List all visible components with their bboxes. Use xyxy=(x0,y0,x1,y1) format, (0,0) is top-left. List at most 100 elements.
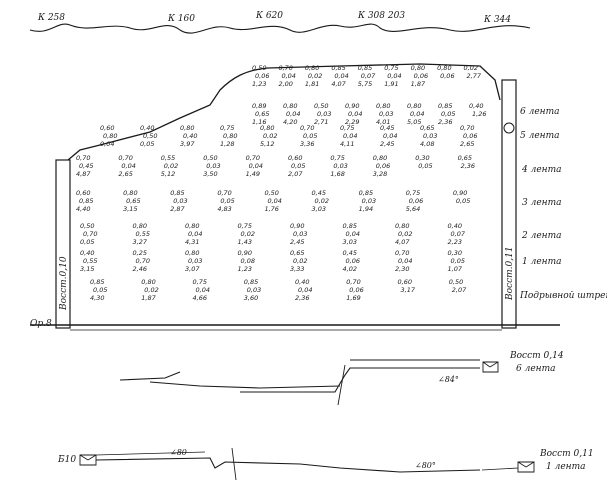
measurement-value: 0,03 xyxy=(173,197,187,205)
measurement-value: 0,03 xyxy=(423,132,437,140)
measurement-value: 2,07 xyxy=(452,286,467,294)
belt-labels: 6 лента 5 лента 4 лента 3 лента 2 лента … xyxy=(520,107,561,267)
measurement-value: 0,04 xyxy=(267,197,281,205)
measurement-value: 0,05 xyxy=(291,162,305,170)
measurement-value: 0,85 xyxy=(90,278,104,286)
measurement-value: 2,29 xyxy=(345,118,359,126)
left-raise xyxy=(55,159,71,329)
measurement-value: 0,45 xyxy=(79,162,93,170)
measurement-value: 4,02 xyxy=(343,265,357,273)
measurement-value: 0,65 xyxy=(420,124,434,132)
measurement-value: 0,40 xyxy=(448,222,462,230)
measurement-value: 0,60 xyxy=(76,189,90,197)
measurement-value: 3,27 xyxy=(133,238,148,246)
belt-label-3: 3 лента xyxy=(522,198,561,208)
measurement-value: 3,36 xyxy=(300,140,314,148)
measurement-value: 0,90 xyxy=(238,249,252,257)
measurement-value: 0,80 xyxy=(260,124,274,132)
measurement-value: 2,87 xyxy=(170,205,185,213)
measurement-value: 0,06 xyxy=(346,257,360,265)
measurement-value: 0,75 xyxy=(406,189,420,197)
measurement-value: 0,80 xyxy=(223,132,237,140)
measurement-value: 2,46 xyxy=(133,265,147,273)
measurement-value: 0,70 xyxy=(217,189,231,197)
haulage-label: Подрывной штрек xyxy=(519,291,607,301)
measurement-value: 0,02 xyxy=(263,132,277,140)
measurement-value: 3,15 xyxy=(80,265,94,273)
measurement-value: 4,40 xyxy=(76,205,90,213)
measurement-value: 3,97 xyxy=(180,140,195,148)
measurement-value: 1,87 xyxy=(411,80,426,88)
measurement-value: 4,87 xyxy=(76,170,91,178)
measurement-value: 3,33 xyxy=(290,265,304,273)
measurement-value: 0,80 xyxy=(180,124,194,132)
measurement-value: 0,80 xyxy=(103,132,117,140)
measurement-value: 0,06 xyxy=(414,72,428,80)
measurement-value: 0,05 xyxy=(220,197,234,205)
measurement-value: 0,05 xyxy=(451,257,465,265)
measurement-value: 0,65 xyxy=(255,110,269,118)
measurement-value: 0,04 xyxy=(343,132,357,140)
measurement-value: 0,80 xyxy=(305,64,319,72)
measurement-value: 0,03 xyxy=(188,257,202,265)
shaft-label-1: К 258 xyxy=(37,13,65,23)
shaft-label-2: К 160 xyxy=(167,14,195,24)
measurement-value: 0,04 xyxy=(188,230,202,238)
measurement-value: 1,81 xyxy=(305,80,319,88)
measurement-value: 0,04 xyxy=(398,257,412,265)
measurement-value: 0,55 xyxy=(136,230,150,238)
measurement-value: 3,17 xyxy=(401,286,416,294)
measurement-value: 0,50 xyxy=(264,189,278,197)
belt-label-2: 2 лента xyxy=(521,231,561,241)
measurement-value: 0,04 xyxy=(387,72,401,80)
measurement-value: 0,02 xyxy=(164,162,178,170)
measurement-value: 0,75 xyxy=(193,278,207,286)
strip-1-vosst: Восст 0,11 xyxy=(539,449,594,459)
measurement-value: 0,05 xyxy=(303,132,317,140)
strip-6-vosst: Восст 0,14 xyxy=(509,351,564,361)
measurement-value: 4,83 xyxy=(217,205,231,213)
measurement-value: 0,80 xyxy=(185,249,199,257)
measurement-value: 0,40 xyxy=(140,124,154,132)
measurement-value: 0,07 xyxy=(361,72,376,80)
measurement-value: 0,70 xyxy=(246,154,260,162)
measurement-value: 0,89 xyxy=(252,102,266,110)
measurement-value: 5,64 xyxy=(406,205,420,213)
measurement-value: 0,65 xyxy=(290,249,304,257)
measurement-value: 4,11 xyxy=(340,140,354,148)
measurement-value: 0,50 xyxy=(252,64,266,72)
measurement-value: 4,07 xyxy=(395,238,410,246)
belt-label-5: 5 лента xyxy=(520,131,559,141)
measurement-value: 0,85 xyxy=(244,278,258,286)
strip-1-belt: Б10 ∠80 ∠80° Восст 0,11 1 лента xyxy=(57,447,594,481)
measurement-value: 0,30 xyxy=(448,249,462,257)
measurement-value: 0,02 xyxy=(241,230,255,238)
measurement-value: 0,06 xyxy=(376,162,390,170)
measurement-value: 2,36 xyxy=(295,294,309,302)
measurement-value: 0,70 xyxy=(460,124,474,132)
measurement-value: 0,06 xyxy=(409,197,423,205)
measurement-value: 0,80 xyxy=(407,102,421,110)
measurement-value: 1,43 xyxy=(238,238,252,246)
measurement-value: 0,04 xyxy=(334,72,348,80)
measurement-value: 3,60 xyxy=(244,294,258,302)
main-section-outline xyxy=(30,63,560,331)
measurement-value: 0,85 xyxy=(343,222,357,230)
measurement-value: 4,31 xyxy=(185,238,199,246)
measurement-value: 0,02 xyxy=(464,64,478,72)
measurement-value: 0,50 xyxy=(449,278,463,286)
measurement-value: 1,26 xyxy=(472,110,486,118)
measurement-value: 2,30 xyxy=(395,265,409,273)
measurement-value: 0,03 xyxy=(247,286,261,294)
origin-label: Ор.8 xyxy=(30,319,52,329)
measurement-value: 0,70 xyxy=(76,154,90,162)
measurement-value: 0,75 xyxy=(330,154,344,162)
measurement-value: 0,04 xyxy=(249,162,263,170)
measurement-value: 4,08 xyxy=(420,140,434,148)
measurement-value: 0,03 xyxy=(317,110,331,118)
measurement-value: 0,04 xyxy=(121,162,135,170)
strip-6-dip: ∠84° xyxy=(438,375,459,384)
measurement-value: 0,04 xyxy=(281,72,295,80)
measurement-value: 2,45 xyxy=(290,238,304,246)
